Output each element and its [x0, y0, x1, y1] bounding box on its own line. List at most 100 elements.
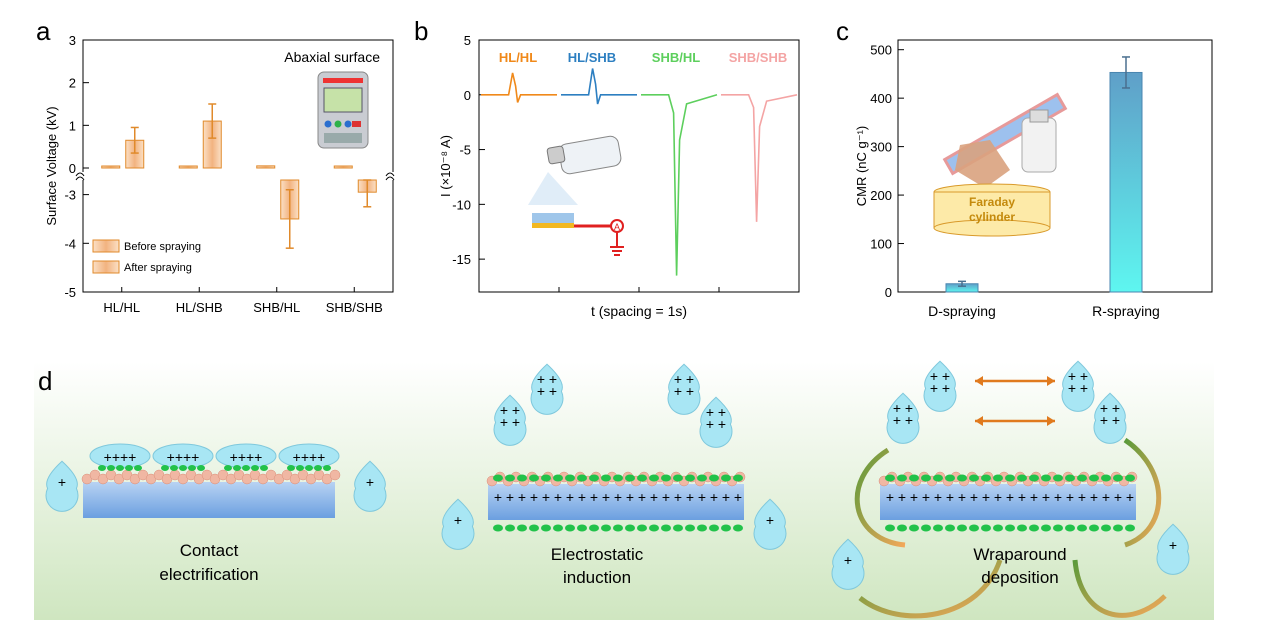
- droplet-charge: +: [512, 402, 520, 418]
- negative-charge: [134, 465, 142, 471]
- droplet-charge: ++++: [167, 449, 200, 465]
- negative-charge: [909, 474, 919, 482]
- negative-charge: [116, 465, 124, 471]
- droplet-charge: +: [1169, 537, 1177, 553]
- induced-charge: +: [506, 489, 514, 505]
- negative-charge: [685, 524, 695, 532]
- droplet-2e: [441, 498, 475, 550]
- negative-charge: [529, 524, 539, 532]
- ammeter-symbol: A: [614, 222, 620, 232]
- negative-charge: [921, 524, 931, 532]
- negative-charge: [305, 465, 313, 471]
- induced-charge: +: [554, 489, 562, 505]
- negative-charge: [1017, 524, 1027, 532]
- induced-charge: +: [734, 489, 742, 505]
- y-tick-label-a: -3: [64, 188, 76, 203]
- electrometer-icon: [317, 71, 369, 149]
- series-label-b: SHB/HL: [652, 50, 700, 65]
- y-tick-label-a: 3: [69, 33, 76, 48]
- induced-charge: +: [626, 489, 634, 505]
- negative-charge: [577, 524, 587, 532]
- induced-charge: +: [1030, 489, 1038, 505]
- negative-charge: [697, 524, 707, 532]
- bar-a: [256, 165, 276, 169]
- y-tick-label-b: 0: [464, 88, 471, 103]
- droplet-charge: +: [1068, 380, 1076, 396]
- negative-charge: [709, 474, 719, 482]
- induced-charge: +: [494, 489, 502, 505]
- negative-charge: [1041, 474, 1051, 482]
- droplet-charge: +: [844, 552, 852, 568]
- negative-charge: [1005, 524, 1015, 532]
- negative-charge: [897, 474, 907, 482]
- electrode-b: [532, 223, 574, 228]
- faraday-label-1: Faraday: [969, 195, 1015, 209]
- induced-charge: +: [1126, 489, 1134, 505]
- induced-charge: +: [1078, 489, 1086, 505]
- panel-c-frame: [897, 39, 1213, 293]
- droplet-charge: +: [942, 380, 950, 396]
- x-category-c: D-spraying: [928, 303, 996, 319]
- caption-wraparound-2: deposition: [981, 568, 1059, 587]
- y-tick-label-a: 2: [69, 76, 76, 91]
- negative-charge: [541, 524, 551, 532]
- droplet-charge: +: [766, 512, 774, 528]
- induced-charge: +: [518, 489, 526, 505]
- series-line-b: [641, 93, 718, 276]
- negative-charge: [251, 465, 259, 471]
- negative-charge: [1089, 474, 1099, 482]
- droplet-charge: +: [930, 368, 938, 384]
- y-tick-label-c: 400: [870, 91, 892, 106]
- induced-charge: +: [722, 489, 730, 505]
- legend-label-after: After spraying: [124, 262, 192, 274]
- panel-b: b I (×10⁻⁸ A) t (spacing = 1s) 50-5-10-1…: [414, 16, 800, 319]
- leaf-layer: [83, 482, 335, 518]
- leaf-layer: [880, 484, 1136, 520]
- negative-charge: [323, 465, 331, 471]
- negative-charge: [1101, 524, 1111, 532]
- leaf-sample-b: [532, 213, 574, 223]
- droplet-2c: [667, 363, 701, 415]
- droplet-3e: [831, 538, 865, 590]
- negative-charge: [1113, 524, 1123, 532]
- y-tick-label-b: -10: [452, 197, 471, 212]
- negative-charge: [601, 524, 611, 532]
- droplet-3a: [886, 392, 920, 444]
- droplet-2b: [530, 363, 564, 415]
- negative-charge: [613, 524, 623, 532]
- negative-charge: [673, 474, 683, 482]
- bar-a: [101, 165, 121, 169]
- induced-charge: +: [958, 489, 966, 505]
- negative-charge: [589, 524, 599, 532]
- induced-charge: +: [590, 489, 598, 505]
- droplet-charge: +: [930, 380, 938, 396]
- induced-charge: +: [994, 489, 1002, 505]
- negative-charge: [909, 524, 919, 532]
- negative-charge: [921, 474, 931, 482]
- inset-label-abaxial: Abaxial surface: [284, 49, 380, 65]
- negative-charge: [1065, 524, 1075, 532]
- induced-charge: +: [698, 489, 706, 505]
- leaf-layer: [488, 484, 744, 520]
- droplet-charge: +: [500, 402, 508, 418]
- induced-charge: +: [1102, 489, 1110, 505]
- negative-charge: [625, 524, 635, 532]
- y-tick-label-b: -15: [452, 252, 471, 267]
- negative-charge: [1041, 524, 1051, 532]
- droplet-charge: +: [905, 412, 913, 428]
- negative-charge: [981, 524, 991, 532]
- negative-charge: [697, 474, 707, 482]
- negative-charge: [98, 465, 106, 471]
- series-label-b: HL/SHB: [568, 50, 616, 65]
- series-label-b: SHB/SHB: [729, 50, 788, 65]
- droplet-charge: +: [537, 383, 545, 399]
- x-category-a: SHB/SHB: [326, 300, 383, 315]
- negative-charge: [649, 524, 659, 532]
- negative-charge: [107, 465, 115, 471]
- y-tick-label-b: -5: [459, 143, 471, 158]
- droplet-charge: +: [905, 400, 913, 416]
- y-tick-label-a: 1: [69, 118, 76, 133]
- negative-charge: [505, 524, 515, 532]
- negative-charge: [993, 524, 1003, 532]
- x-category-a: HL/HL: [103, 300, 140, 315]
